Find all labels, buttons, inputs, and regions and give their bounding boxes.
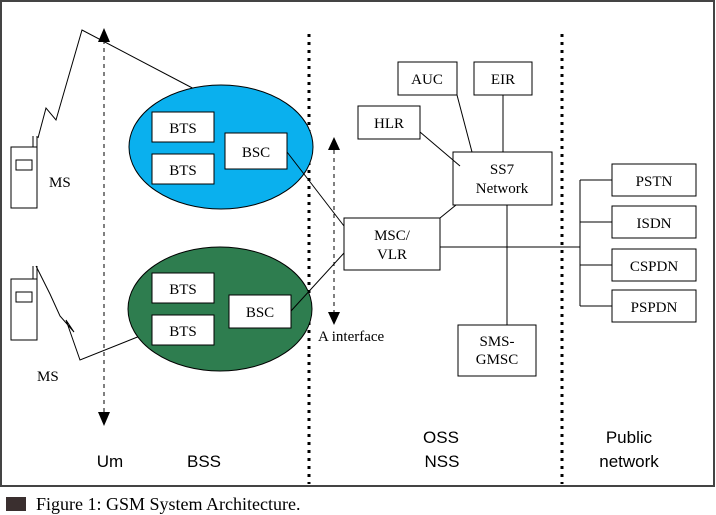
a-interface-label: A interface [318, 329, 385, 345]
ms-top-label: MS [49, 175, 71, 191]
link-bsc-bottom-msc [290, 252, 345, 312]
sms-label-line1: SMS- [479, 334, 514, 350]
bsc-box [224, 132, 288, 170]
public-label-line1: Public [606, 428, 653, 447]
pspdn-label: PSPDN [631, 300, 678, 316]
bss-label: BSS [187, 452, 221, 471]
link-hlr-ss7 [419, 131, 461, 167]
oss-label: OSS [423, 428, 459, 447]
bts-box [151, 111, 215, 143]
bts-label: BTS [169, 163, 197, 179]
public-label-line2: network [599, 452, 659, 471]
msc-label-line1: MSC/ [374, 228, 411, 244]
isdn-box [611, 205, 697, 239]
auc-label: AUC [411, 72, 443, 88]
sms-gmsc-box [457, 324, 537, 377]
link-msc-ss7 [439, 204, 457, 219]
eir-box [473, 61, 533, 96]
caption-bullet-icon [6, 497, 26, 511]
link-bsc-top-msc [286, 151, 345, 227]
msc-vlr-box [343, 217, 441, 271]
msc-label-line2: VLR [377, 247, 407, 263]
sms-label-line2: GMSC [476, 352, 519, 368]
isdn-label: ISDN [636, 216, 671, 232]
um-label: Um [97, 452, 123, 471]
a-interface-arrow-head-up [328, 137, 340, 150]
ms-phone-bottom-icon [10, 266, 38, 341]
cspdn-box [611, 248, 697, 282]
hlr-label: HLR [374, 116, 404, 132]
bts-label: BTS [169, 282, 197, 298]
pstn-label: PSTN [636, 174, 673, 190]
hlr-box [357, 105, 421, 140]
ss7-label-line1: SS7 [490, 162, 515, 178]
radio-link-top [37, 29, 201, 139]
bts-label: BTS [169, 324, 197, 340]
pspdn-box [611, 289, 697, 323]
link-auc-ss7 [456, 94, 473, 153]
figure-caption: Figure 1: GSM System Architecture. [36, 494, 301, 514]
um-arrow-head-up [98, 28, 110, 42]
um-arrow-head-down [98, 412, 110, 426]
bsc-label: BSC [246, 305, 274, 321]
bts-box [151, 153, 215, 185]
radio-link-bottom [35, 265, 151, 361]
nss-label: NSS [425, 452, 460, 471]
ms-bottom-label: MS [37, 369, 59, 385]
cspdn-label: CSPDN [630, 259, 679, 275]
ms-phone-top-icon [10, 136, 38, 209]
bts-box [151, 272, 215, 304]
bsc-label: BSC [242, 145, 270, 161]
eir-label: EIR [491, 72, 515, 88]
bsc-box [228, 294, 292, 329]
ss7-label-line2: Network [476, 181, 529, 197]
a-interface-arrow-head-down [328, 312, 340, 325]
caption-bar [0, 488, 716, 515]
gsm-architecture-diagram: MS MS BTS BTS BSC BTS BTS BSC MSC/ VLR S… [0, 0, 715, 487]
bts-box [151, 314, 215, 346]
ss7-network-box [452, 151, 553, 206]
auc-box [397, 61, 458, 96]
pstn-box [611, 163, 697, 197]
bts-label: BTS [169, 121, 197, 137]
